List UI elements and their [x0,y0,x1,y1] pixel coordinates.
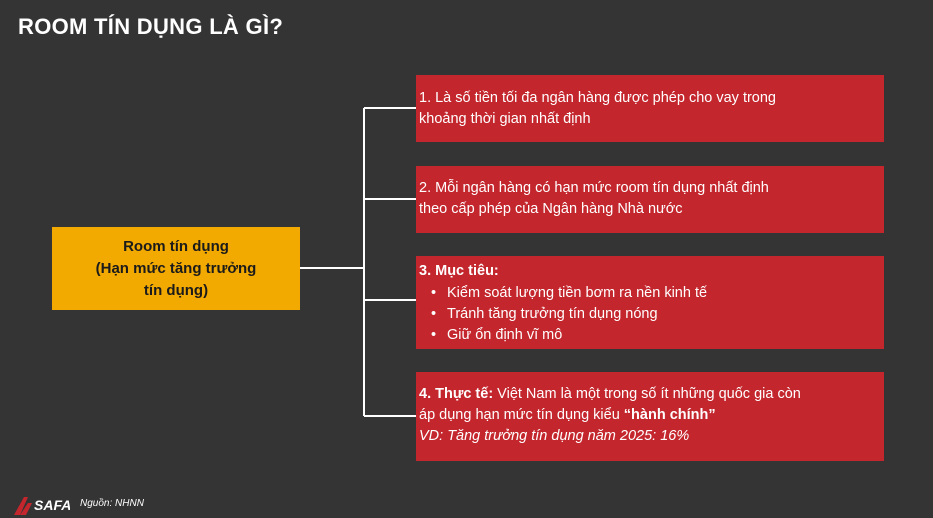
card2-line-2: theo cấp phép của Ngân hàng Nhà nước [419,201,683,217]
goals-list: • Kiểm soát lượng tiền bơm ra nền kinh t… [419,283,878,346]
safa-logo: SAFA [14,497,70,515]
reality-text-2: áp dụng hạn mức tín dụng kiểu [419,407,624,423]
bullet-icon: • [431,327,437,343]
reality-line-2: áp dụng hạn mức tín dụng kiểu “hành chín… [419,405,878,426]
card2-line-1: 2. Mỗi ngân hàng có hạn mức room tín dụn… [419,180,769,196]
reality-line-1: 4. Thực tế: Việt Nam là một trong số ít … [419,384,878,405]
reality-quote: “hành chính” [623,407,716,423]
card1-line-2: khoảng thời gian nhất định [419,111,591,127]
bullet-icon: • [431,285,437,301]
page-title: ROOM TÍN DỤNG LÀ GÌ? [18,14,284,39]
goals-heading: 3. Mục tiêu: [419,263,499,279]
goal-item: • Kiểm soát lượng tiền bơm ra nền kinh t… [431,283,878,304]
goal-text: Giữ ổn định vĩ mô [447,327,563,343]
source-note: Nguồn: NHNN [80,498,144,509]
reality-card: 4. Thực tế: Việt Nam là một trong số ít … [416,372,884,461]
reality-lead: 4. Thực tế: [419,386,494,402]
goal-text: Tránh tăng trưởng tín dụng nóng [447,306,658,322]
center-line-3: tín dụng) [143,281,209,299]
goals-card: 3. Mục tiêu: • Kiểm soát lượng tiền bơm … [416,256,884,349]
center-line-1: Room tín dụng [123,237,229,255]
logo-text: SAFA [34,497,70,513]
card1-line-1: 1. Là số tiền tối đa ngân hàng được phép… [419,90,776,106]
center-concept-box: Room tín dụng (Hạn mức tăng trưởng tín d… [52,227,300,310]
goal-item: • Giữ ổn định vĩ mô [431,325,878,346]
definition-card-1: 1. Là số tiền tối đa ngân hàng được phép… [416,75,884,142]
bullet-icon: • [431,306,437,322]
center-line-2: (Hạn mức tăng trưởng [95,259,257,277]
goal-item: • Tránh tăng trưởng tín dụng nóng [431,304,878,325]
reality-text-1: Việt Nam là một trong số ít những quốc g… [493,386,801,402]
definition-card-2: 2. Mỗi ngân hàng có hạn mức room tín dụn… [416,166,884,233]
reality-example: VD: Tăng trưởng tín dụng năm 2025: 16% [419,428,690,444]
goal-text: Kiểm soát lượng tiền bơm ra nền kinh tế [447,285,708,301]
